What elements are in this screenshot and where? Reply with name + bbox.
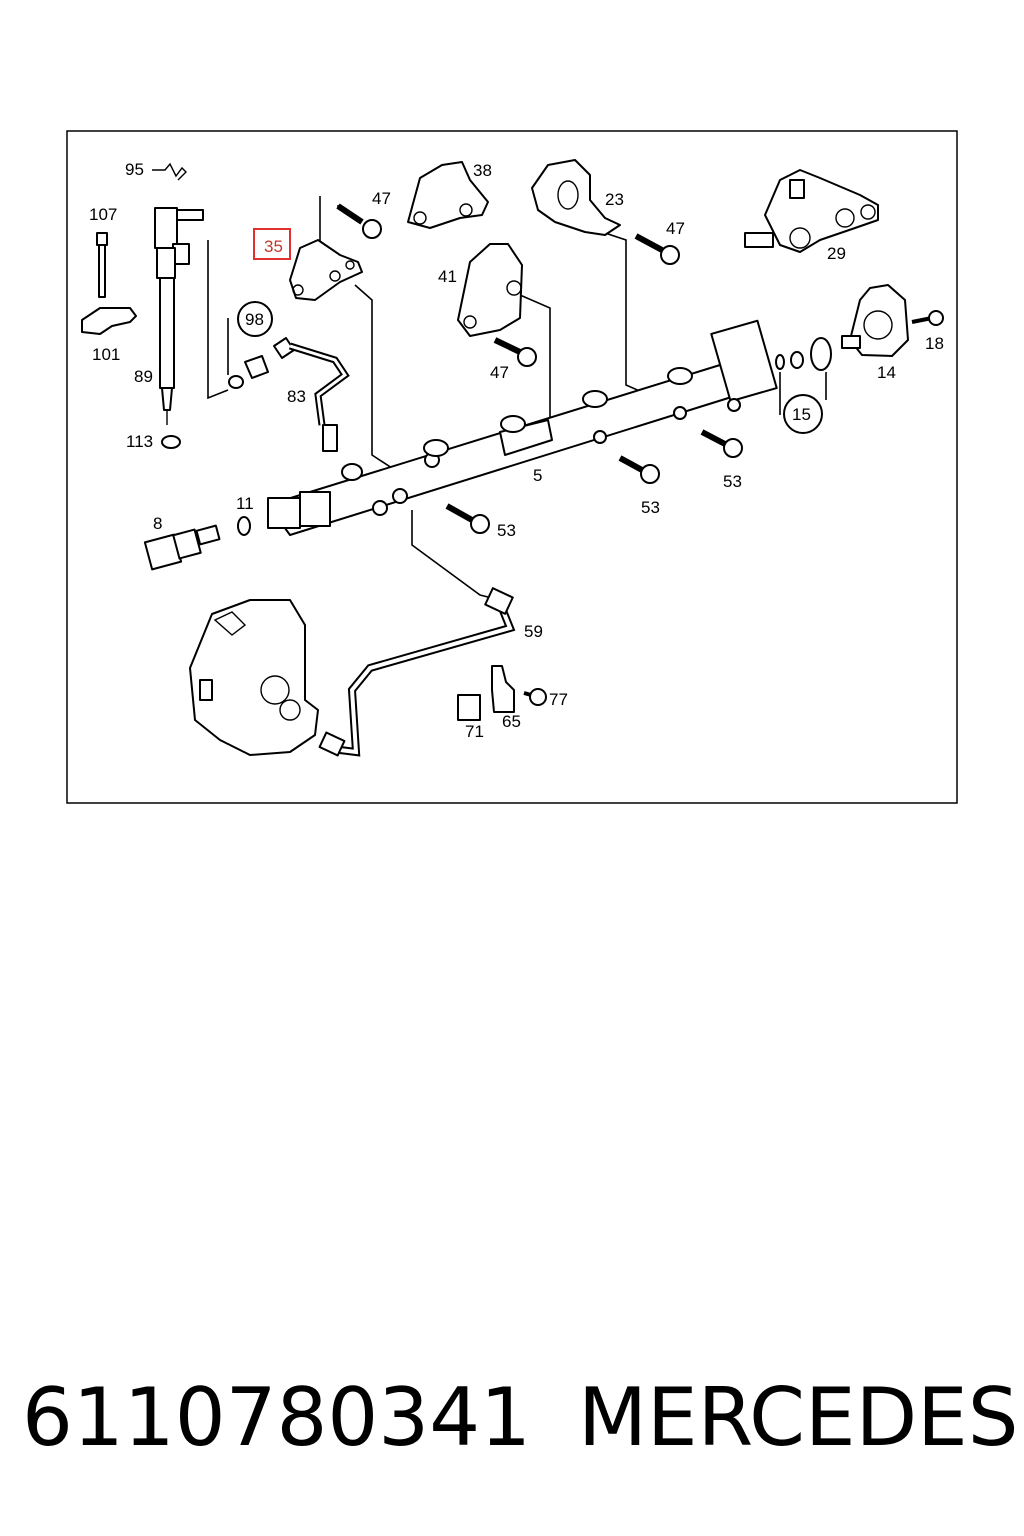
label-107: 107 [89, 205, 117, 224]
label-14: 14 [877, 363, 896, 382]
seal-kit-15 [775, 337, 832, 434]
label-38: 38 [473, 161, 492, 180]
bolt-47-a [336, 203, 382, 239]
brand-name: MERCEDES [578, 1371, 1019, 1464]
label-23: 23 [605, 190, 624, 209]
label-95: 95 [125, 160, 144, 179]
diagram-frame [66, 130, 958, 804]
highlight-box-35 [253, 228, 291, 260]
high-pressure-pump [189, 599, 319, 756]
label-5: 5 [533, 466, 542, 485]
bracket-23 [531, 159, 621, 236]
label-29: 29 [827, 244, 846, 263]
label-98: 98 [245, 310, 264, 329]
label-47-b: 47 [666, 219, 685, 238]
fuel-rail-5 [267, 319, 778, 536]
clip-95 [152, 162, 187, 181]
label-15: 15 [792, 405, 811, 424]
label-101: 101 [92, 345, 120, 364]
bolt-47-b [634, 233, 680, 265]
label-41: 41 [438, 267, 457, 286]
label-59: 59 [524, 622, 543, 641]
label-89: 89 [134, 367, 153, 386]
bolt-107 [96, 232, 108, 298]
sensor-8 [143, 524, 221, 571]
bolt-53-a [445, 503, 490, 534]
pipe-83 [273, 337, 350, 452]
sleeve-71 [457, 694, 481, 721]
label-18: 18 [925, 334, 944, 353]
label-113: 113 [126, 432, 153, 451]
label-65: 65 [502, 712, 521, 731]
bolt-53-c [700, 429, 743, 458]
label-8: 8 [153, 514, 162, 533]
label-83: 83 [287, 387, 306, 406]
washer-11 [237, 516, 251, 536]
bracket-41 [457, 243, 523, 337]
bracket-35 [289, 239, 363, 301]
screw-18 [911, 310, 944, 326]
label-71: 71 [465, 722, 484, 741]
parts-diagram: 95 107 101 89 113 98 35 47 38 23 47 29 4… [66, 130, 958, 804]
label-77: 77 [549, 690, 568, 709]
clamp-65 [491, 665, 515, 713]
label-47-a: 47 [372, 189, 391, 208]
label-53-c: 53 [723, 472, 742, 491]
bolt-53-b [618, 455, 660, 484]
washer-113 [161, 435, 181, 449]
bracket-38 [407, 161, 489, 229]
label-11: 11 [236, 494, 254, 513]
pipe-59 [318, 587, 516, 757]
clamp-101 [81, 307, 137, 335]
seal-set-98 [228, 301, 273, 389]
label-35: 35 [264, 237, 283, 256]
bolt-77 [529, 688, 547, 706]
injector-89 [154, 207, 204, 425]
label-53-b: 53 [641, 498, 660, 517]
bracket-29 [744, 169, 879, 253]
part-number: 6110780341 [22, 1371, 531, 1464]
regulator-14 [841, 284, 909, 357]
footer-caption: 6110780341 MERCEDES [22, 1368, 1019, 1468]
label-47-c: 47 [490, 363, 509, 382]
bolt-47-c [493, 337, 537, 367]
label-53-a: 53 [497, 521, 516, 540]
